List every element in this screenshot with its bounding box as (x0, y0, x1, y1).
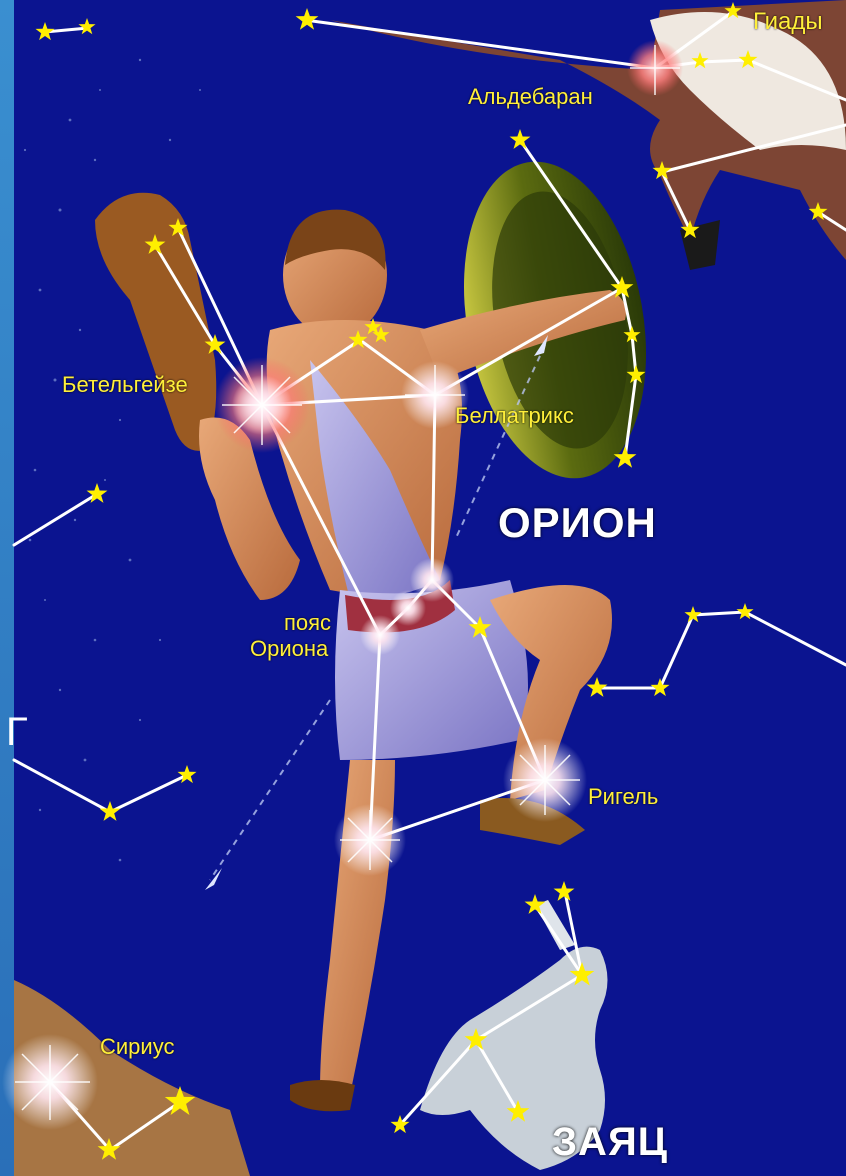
belt-star-mintaka (410, 558, 454, 602)
label-aldebaran: Альдебаран (468, 86, 593, 108)
label-orion: ОРИОН (498, 502, 657, 544)
belt-star-alnitak (360, 615, 400, 655)
label-belt-line1: пояс (284, 612, 331, 634)
label-betelgeuse: Бетельгейзе (62, 374, 188, 396)
label-sirius: Сириус (100, 1036, 174, 1058)
milky-way-dust (24, 59, 201, 862)
label-rigel: Ригель (588, 786, 658, 808)
label-bellatrix: Беллатрикс (455, 405, 574, 427)
label-lepus: ЗАЯЦ (552, 1122, 668, 1162)
label-hyades: Гиады (753, 10, 823, 34)
arrow-head-down (205, 868, 222, 890)
label-belt-line2: Ориона (250, 638, 328, 660)
label-cut-letter: Г (6, 712, 28, 752)
